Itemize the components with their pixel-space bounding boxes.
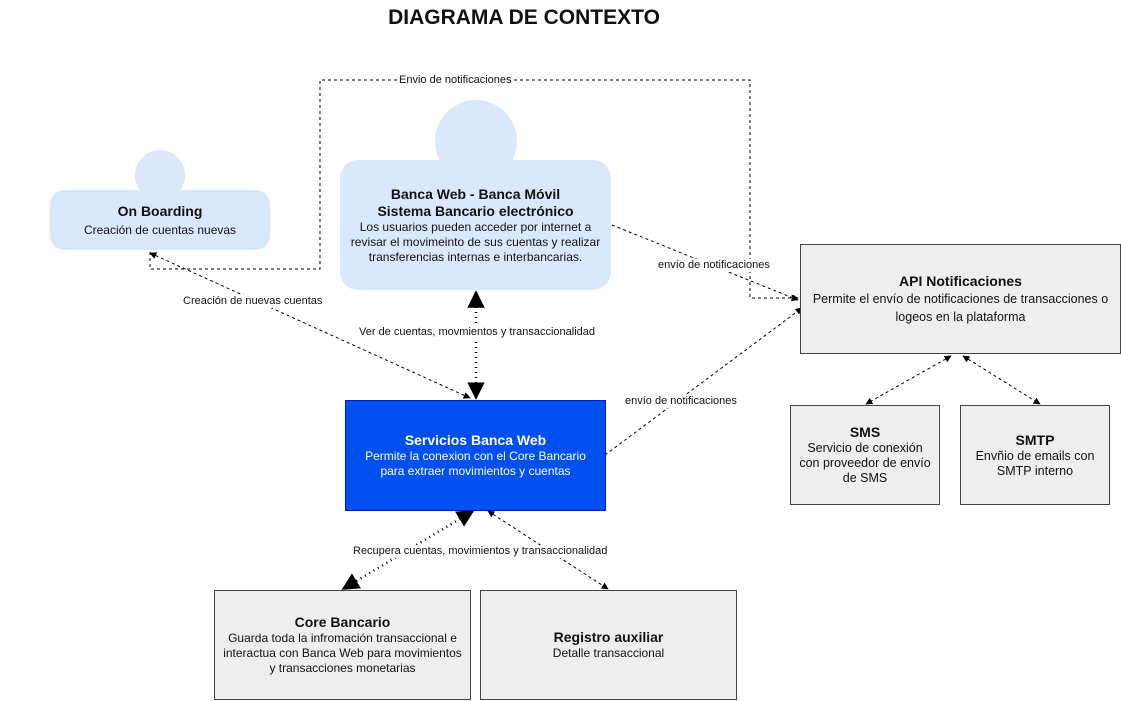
edge-label-creacion: Creación de nuevas cuentas: [182, 295, 324, 308]
edge-label-envio-servicios-api: envío de notificaciones: [624, 395, 738, 408]
registro-desc: Detalle transaccional: [552, 646, 665, 660]
edge-label-envio-top: Envio de notificaciones: [398, 74, 513, 87]
servicios-desc: Permite la conexion con el Core Bancario…: [365, 449, 586, 478]
banca-node[interactable]: Banca Web - Banca Móvil Sistema Bancario…: [340, 160, 611, 290]
onboarding-desc: Creación de cuentas nuevas: [83, 222, 237, 237]
edge-label-envio-banca-api: envío de notificaciones: [657, 259, 771, 272]
edge-servicios-onboarding: [149, 252, 471, 399]
smtp-node[interactable]: SMTP Envñio de emails con SMTP interno: [960, 405, 1110, 505]
api-desc: Permite el envío de notificaciones de tr…: [812, 291, 1109, 324]
core-bancario-node[interactable]: Core Bancario Guarda toda la infromación…: [214, 590, 471, 700]
sms-node[interactable]: SMS Servicio de conexión con proveedor d…: [790, 405, 940, 505]
edge-api-sms: [865, 355, 952, 405]
diagram-title: DIAGRAMA DE CONTEXTO: [388, 6, 660, 29]
sms-desc: Servicio de conexión con proveedor de en…: [799, 441, 931, 485]
smtp-desc: Envñio de emails con SMTP interno: [975, 448, 1095, 478]
banca-name: Banca Web - Banca Móvil: [390, 185, 561, 202]
core-name: Core Bancario: [294, 614, 391, 630]
core-desc: Guarda toda la infromación transaccional…: [223, 631, 462, 675]
api-notificaciones-node[interactable]: API Notificaciones Permite el envío de n…: [800, 244, 1121, 354]
edge-api-smtp: [962, 355, 1041, 405]
edge-servicios-api: [604, 307, 803, 456]
servicios-banca-web-node[interactable]: Servicios Banca Web Permite la conexion …: [345, 400, 606, 511]
servicios-name: Servicios Banca Web: [404, 432, 547, 448]
banca-desc: Los usuarios pueden acceder por internet…: [350, 219, 601, 264]
onboarding-name: On Boarding: [117, 202, 203, 219]
edge-label-ver: Ver de cuentas, movmientos y transaccion…: [358, 326, 597, 339]
banca-name-2: Sistema Bancario electrónico: [377, 202, 574, 219]
registro-auxiliar-node[interactable]: Registro auxiliar Detalle transaccional: [480, 590, 737, 700]
sms-name: SMS: [849, 424, 881, 440]
edge-label-recupera: Recupera cuentas, movimientos y transacc…: [352, 545, 609, 558]
registro-name: Registro auxiliar: [553, 629, 664, 645]
smtp-name: SMTP: [1015, 431, 1055, 448]
api-name: API Notificaciones: [899, 272, 1022, 289]
onboarding-node[interactable]: On Boarding Creación de cuentas nuevas: [50, 190, 270, 250]
